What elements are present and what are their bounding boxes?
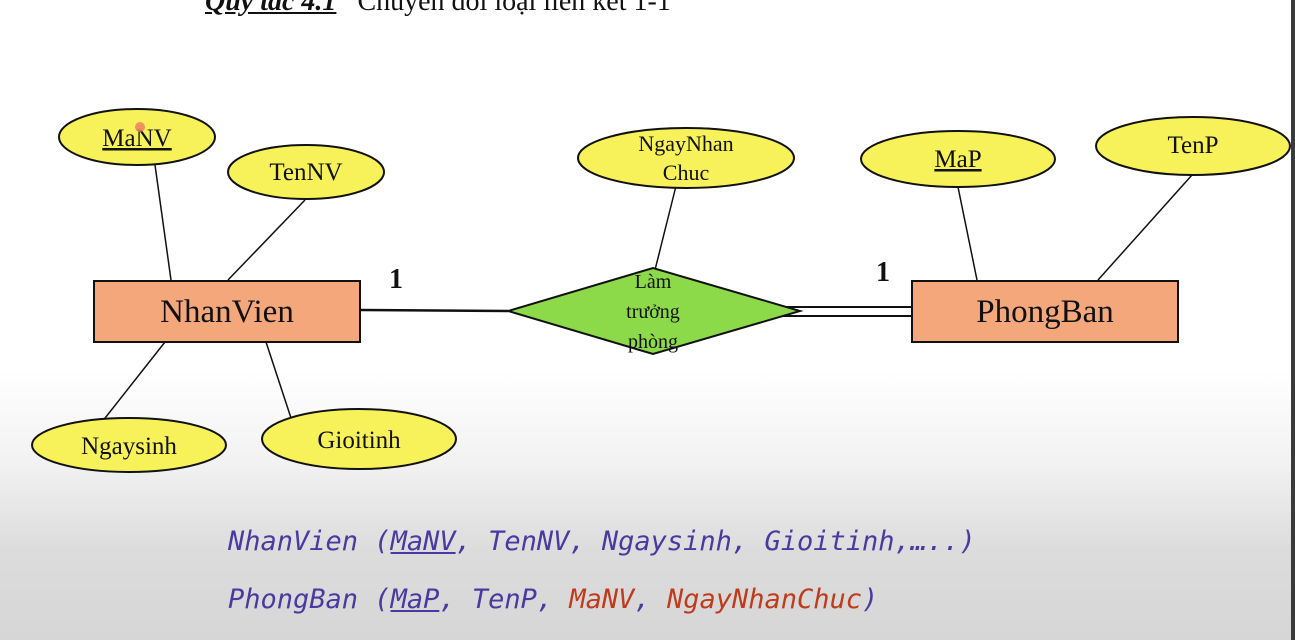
schema-nhanvien: NhanVien (MaNV, TenNV, Ngaysinh, Gioitin… xyxy=(228,520,976,578)
attribute-tennv-label: TenNV xyxy=(269,159,342,186)
cardinality-right: 1 xyxy=(876,257,890,288)
schema-nhanvien-open: ( xyxy=(358,526,391,557)
entity-nhanvien-label: NhanVien xyxy=(160,294,294,330)
relationship-diamond xyxy=(504,266,804,356)
attribute-ngaysinh xyxy=(31,417,227,473)
slide-title: Quy tắc 4.1 Chuyển đổi loại liên kết 1-1 xyxy=(205,0,671,18)
gioitinh-connector xyxy=(265,341,292,419)
attribute-gioitinh xyxy=(261,408,457,470)
schema-nhanvien-rest: , TenNV, Ngaysinh, Gioitinh,…..) xyxy=(455,526,976,557)
rule-label: Quy tắc 4.1 xyxy=(205,0,337,17)
attribute-tennv xyxy=(227,144,385,200)
schema-phongban-fk-ngaynhanchuc: NgayNhanChuc xyxy=(666,584,863,615)
entity-phongban xyxy=(911,280,1179,343)
relationship-label-line2: trưởng xyxy=(626,301,680,323)
ngaynhanchuc-connector xyxy=(654,185,677,271)
ngaysinh-connector xyxy=(97,341,166,428)
attribute-ngaynhanchuc-label-line2: Chuc xyxy=(663,160,710,185)
attribute-map-label: MaP xyxy=(934,146,981,173)
attribute-map xyxy=(860,130,1056,188)
map-connector xyxy=(957,186,978,281)
entity-phongban-label: PhongBan xyxy=(976,294,1114,330)
attribute-manv xyxy=(58,108,216,166)
schema-phongban-sep1: , TenP, xyxy=(439,584,570,615)
tennv-connector xyxy=(227,199,306,281)
attribute-tenp-label: TenP xyxy=(1167,132,1218,159)
cardinality-left: 1 xyxy=(389,264,403,295)
tenp-connector xyxy=(1097,174,1193,281)
schema-phongban-sep2: , xyxy=(634,584,667,615)
window-edge xyxy=(1291,0,1295,640)
relationship-label-line1: Làm xyxy=(635,271,672,293)
schema-phongban-pk: MaP xyxy=(390,584,440,615)
attribute-ngaynhanchuc xyxy=(577,127,795,189)
er-diagram: NhanVien PhongBan Làm trưởng phòng 1 1 M… xyxy=(31,108,1291,473)
attribute-tenp xyxy=(1095,116,1291,176)
schema-phongban: PhongBan (MaP, TenP, MaNV, NgayNhanChuc) xyxy=(228,578,976,636)
relationship-label-line3: phòng xyxy=(628,331,678,353)
schema-phongban-close: ) xyxy=(862,584,879,615)
rule-text: Chuyển đổi loại liên kết 1-1 xyxy=(357,0,671,17)
manv-connector xyxy=(154,164,172,281)
entity-nhanvien xyxy=(93,280,361,343)
schema-phongban-open: ( xyxy=(358,584,391,615)
schema-nhanvien-name: NhanVien xyxy=(228,526,359,557)
relational-schema: NhanVien (MaNV, TenNV, Ngaysinh, Gioitin… xyxy=(228,520,976,636)
cursor-indicator xyxy=(135,122,145,132)
attribute-ngaynhanchuc-label-line1: NgayNhan xyxy=(638,131,733,156)
schema-phongban-fk-manv: MaNV xyxy=(569,584,635,615)
schema-phongban-name: PhongBan xyxy=(228,584,359,615)
schema-nhanvien-pk: MaNV xyxy=(390,526,456,557)
attribute-gioitinh-label: Gioitinh xyxy=(317,427,401,454)
nhanvien-relationship-link xyxy=(359,308,509,313)
attribute-ngaysinh-label: Ngaysinh xyxy=(81,433,177,460)
